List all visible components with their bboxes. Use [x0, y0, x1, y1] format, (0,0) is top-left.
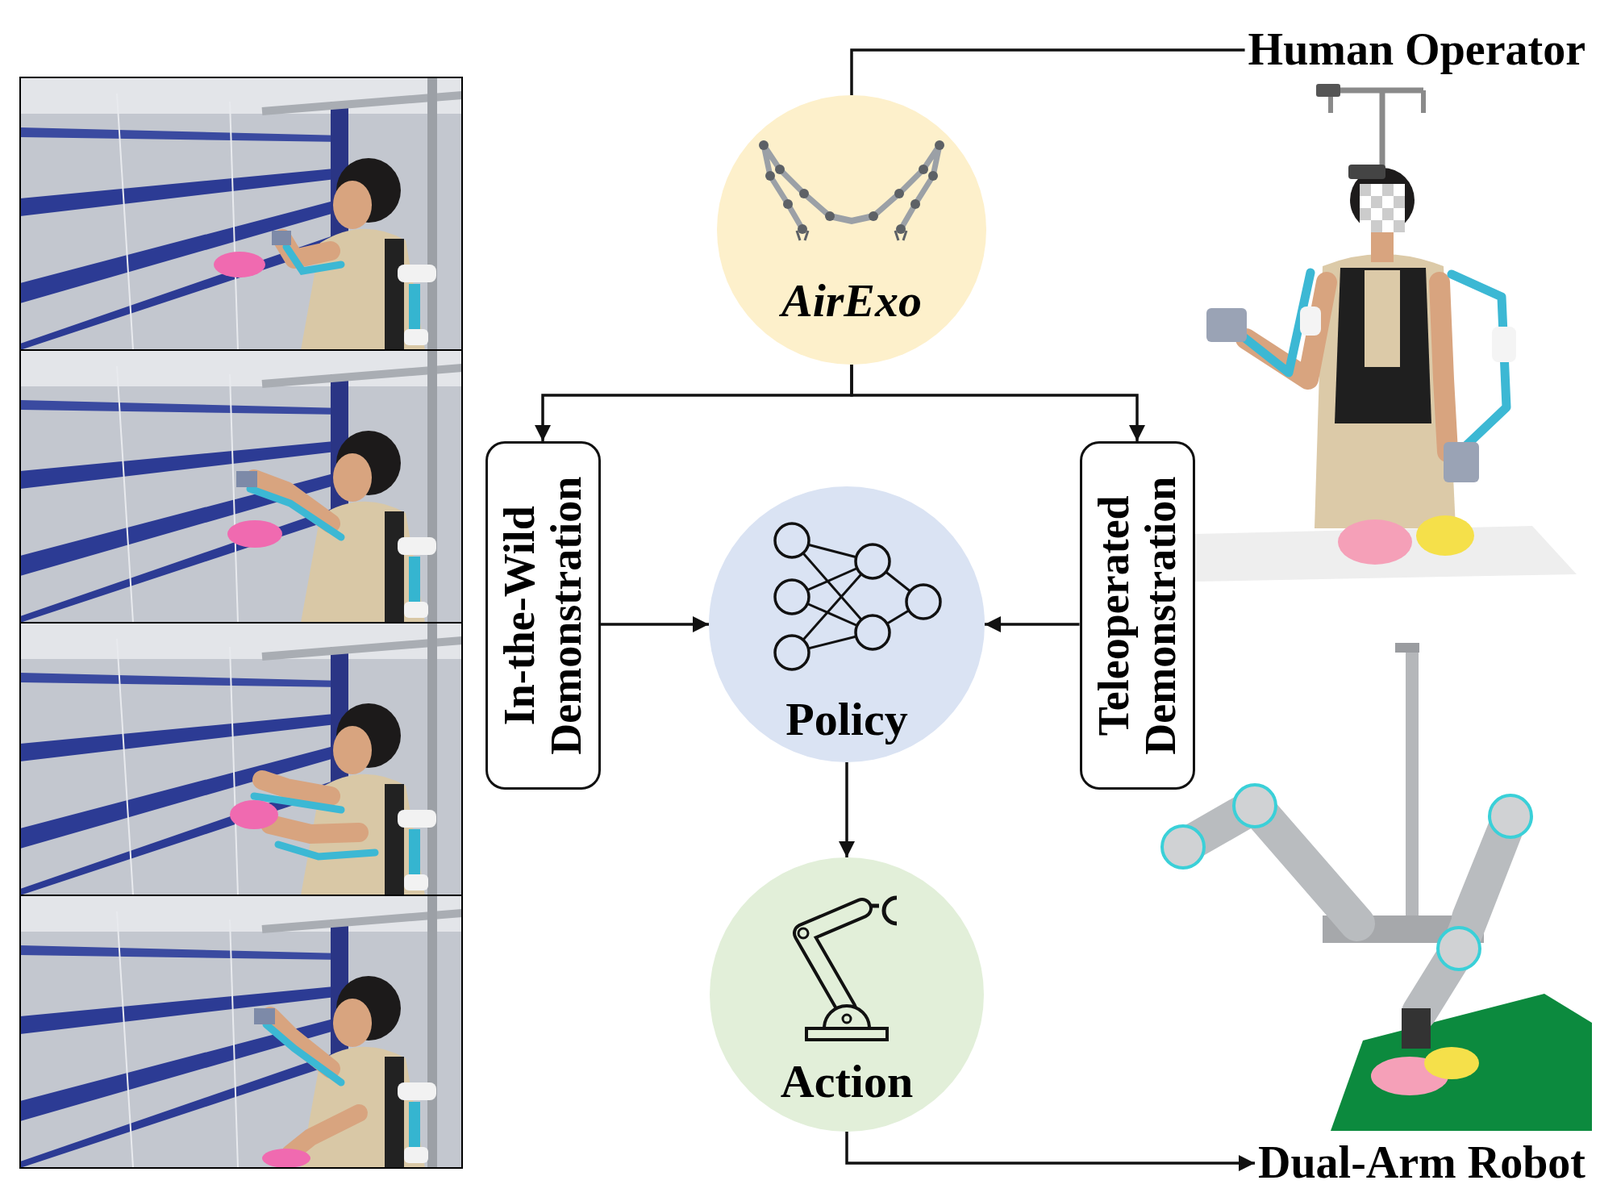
- operator-photo: [1193, 83, 1577, 582]
- figure-heading: Dual-Arm Robot: [1254, 1134, 1589, 1192]
- operator-photo: [1491, 326, 1517, 363]
- operator-photo: [1379, 90, 1386, 170]
- data-box: Teleoperated Demonstration: [1079, 441, 1196, 790]
- photo-panel: [254, 1008, 275, 1025]
- photo-panel: [262, 1148, 311, 1168]
- node-label: Action: [780, 1055, 913, 1108]
- robot-photo: [1401, 1008, 1431, 1049]
- node-label: Teleoperated Demonstration: [1090, 453, 1185, 778]
- operator-photo: [1337, 519, 1413, 565]
- photo-panel: [213, 251, 266, 278]
- robot-photo: [1437, 927, 1480, 970]
- connector: [846, 1131, 1255, 1163]
- photo-panel: [270, 1016, 331, 1069]
- photo-panel: [229, 800, 279, 830]
- node-label: Human Operator: [1248, 25, 1586, 75]
- photo-strip: [20, 77, 463, 1168]
- connector: [984, 622, 1080, 626]
- icon: [775, 523, 941, 670]
- robot-photo: [1395, 642, 1420, 653]
- operator-photo: [1364, 270, 1400, 367]
- operator-photo: [1370, 220, 1383, 233]
- operator-photo: [1359, 183, 1405, 233]
- operator-photo: [1382, 183, 1394, 196]
- connector: [851, 364, 1138, 442]
- photo-panel: [236, 470, 258, 488]
- connector: [542, 364, 852, 442]
- photo-panel: [20, 77, 463, 350]
- photo-panel: [20, 622, 463, 896]
- operator-photo: [1314, 254, 1456, 529]
- operator-photo: [1334, 267, 1432, 424]
- operator-photo: [1416, 515, 1475, 556]
- photo-panel: [20, 895, 463, 1168]
- photo-panel: [20, 350, 463, 623]
- model-circle: Policy: [708, 486, 985, 763]
- icon: [758, 140, 945, 241]
- photo-panel: [271, 230, 292, 246]
- figure-heading: Human Operator: [1245, 21, 1589, 79]
- operator-photo: [1382, 208, 1394, 221]
- operator-photo: [1451, 274, 1507, 452]
- output-circle: Action: [709, 857, 984, 1132]
- photo-panel: [20, 895, 463, 1168]
- robot-photo: [1183, 805, 1358, 924]
- photo-panel: [20, 350, 463, 623]
- node-label: Policy: [785, 693, 908, 746]
- photo-panel: [20, 622, 463, 896]
- data-box: In-the-Wild Demonstration: [485, 441, 601, 790]
- connector: [851, 50, 1246, 96]
- operator-photo: [1348, 164, 1386, 180]
- photo-panel: [20, 77, 463, 350]
- photo-panel: [20, 622, 463, 896]
- photo-panel: [20, 895, 463, 1168]
- robot-photo: [1233, 784, 1276, 827]
- circle-fill: [716, 95, 987, 365]
- connector: [845, 762, 849, 858]
- robot-photo: [1162, 642, 1592, 1131]
- node-label: Dual-Arm Robot: [1258, 1137, 1586, 1188]
- operator-photo: [1393, 220, 1405, 233]
- operator-photo: [1370, 195, 1383, 209]
- photo-panel: [262, 779, 331, 796]
- operator-photo: [1330, 87, 1424, 94]
- operator-photo: [1300, 306, 1321, 336]
- photo-panel: [286, 246, 342, 271]
- node-label: AirExo: [781, 275, 922, 327]
- operator-photo: [1370, 229, 1394, 263]
- photo-panel: [20, 77, 463, 350]
- circle-fill: [709, 857, 984, 1132]
- robot-photo: [1424, 1046, 1480, 1080]
- operator-photo: [1359, 208, 1371, 221]
- operator-photo: [1439, 282, 1448, 452]
- photo-panel: [278, 844, 375, 857]
- circle-fill: [708, 486, 985, 763]
- photo-panel: [20, 350, 463, 623]
- photo-panel: [290, 1112, 359, 1154]
- robot-photo: [1489, 795, 1532, 838]
- module-circle: AirExo: [716, 95, 987, 365]
- icon: [798, 897, 897, 1040]
- robot-photo: [1162, 825, 1205, 868]
- robot-photo: [1419, 816, 1511, 1013]
- operator-photo: [1420, 90, 1426, 113]
- photo-panel: [227, 520, 283, 548]
- robot-photo: [1405, 642, 1419, 917]
- node-label: In-the-Wild Demonstration: [495, 453, 591, 778]
- operator-photo: [1206, 308, 1247, 342]
- operator-photo: [1443, 441, 1480, 483]
- photo-panel: [270, 824, 359, 834]
- photo-panel: [266, 1024, 342, 1083]
- robot-photo: [1330, 993, 1592, 1131]
- operator-photo: [1359, 183, 1371, 196]
- connector: [600, 622, 710, 626]
- operator-photo: [1316, 83, 1341, 97]
- photo-panel: [250, 488, 342, 538]
- operator-photo: [1393, 195, 1405, 209]
